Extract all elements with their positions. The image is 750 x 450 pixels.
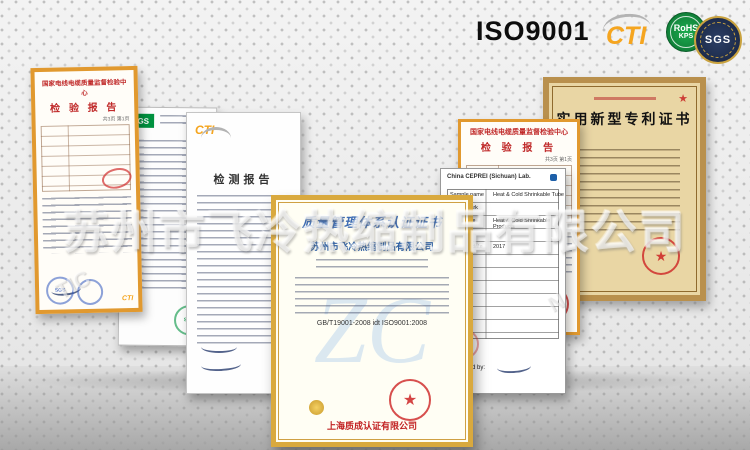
cert-title: 检 验 报 告 (50, 102, 120, 115)
standard-reference: GB/T19001-2008 idt ISO9001:2008 (316, 320, 428, 327)
issuer-name: 上海质成认证有限公司 (326, 421, 417, 431)
cert-title: 检测报告 (213, 174, 274, 186)
page-note: 共3页 第1页 (102, 116, 130, 123)
company-name: 苏州市飞冷热缩制品有限公司 (310, 242, 434, 253)
cert-iso9001-management-system: ZC 质量管理体系认证证书 苏州市飞冷热缩制品有限公司 GB/T19001-20… (271, 195, 473, 447)
sgs-stamp-label: SGS (54, 287, 66, 294)
signature-icon (496, 359, 532, 375)
cert-inner-frame: ZC 质量管理体系认证证书 苏州市飞冷热缩制品有限公司 GB/T19001-20… (278, 202, 466, 440)
red-seal-icon: ★ (642, 237, 680, 275)
certificate-number-lines (316, 259, 428, 271)
cti-logo-small: CTI (195, 123, 231, 137)
cert-title: 质量管理体系认证证书 (301, 215, 442, 230)
cert-inspection-report-left: 国家电线电缆质量监督检验中心 检 验 报 告 共3页 第1页 SGS CTI (30, 65, 143, 315)
table-cell: Heat & Cold Shrinkable Products (493, 218, 551, 230)
certificate-number-line (593, 97, 656, 100)
table-cell: Heat & Cold Shrinkable Tube (493, 192, 564, 198)
iso9001-logo: ISO9001 (476, 16, 590, 46)
body-text-lines (569, 149, 680, 233)
national-emblem-icon: ★ (678, 93, 688, 105)
gold-medal-icon (309, 400, 324, 415)
cti-mini-mark: CTI (121, 295, 134, 303)
cert-title: 检 验 报 告 (480, 143, 558, 154)
body-text-lines (295, 277, 449, 317)
sgs-round-stamp-icon: SGS (45, 276, 75, 305)
certification-logo-row: ISO9001 CTI RoHS KPS SGS (476, 8, 746, 68)
seal-star: ★ (402, 392, 418, 409)
cti-swoosh-icon (201, 127, 231, 138)
red-seal-icon: ★ (389, 379, 431, 421)
signature-icon (200, 357, 242, 373)
seal-star: ★ (654, 247, 668, 264)
signature-icon (201, 341, 237, 353)
sgs-badge-icon: SGS (694, 16, 742, 64)
table-cell: 2017 (493, 244, 506, 250)
ceprei-logo-icon (550, 174, 557, 181)
body-text-lines (42, 196, 133, 254)
cti-logo-text: CTI (606, 22, 647, 50)
cert-org-title: 国家电线电缆质量监督检验中心 (41, 79, 127, 98)
page-note: 共3页 第1页 (545, 157, 572, 163)
sgs-inner-ring (700, 22, 736, 58)
cti-logo: CTI (600, 10, 654, 54)
cqc-round-stamp-icon (76, 278, 104, 306)
cert-org-title: 国家电线电缆质量监督检验中心 (470, 129, 568, 136)
lab-name: China CEPREI (Sichuan) Lab. (447, 174, 531, 180)
